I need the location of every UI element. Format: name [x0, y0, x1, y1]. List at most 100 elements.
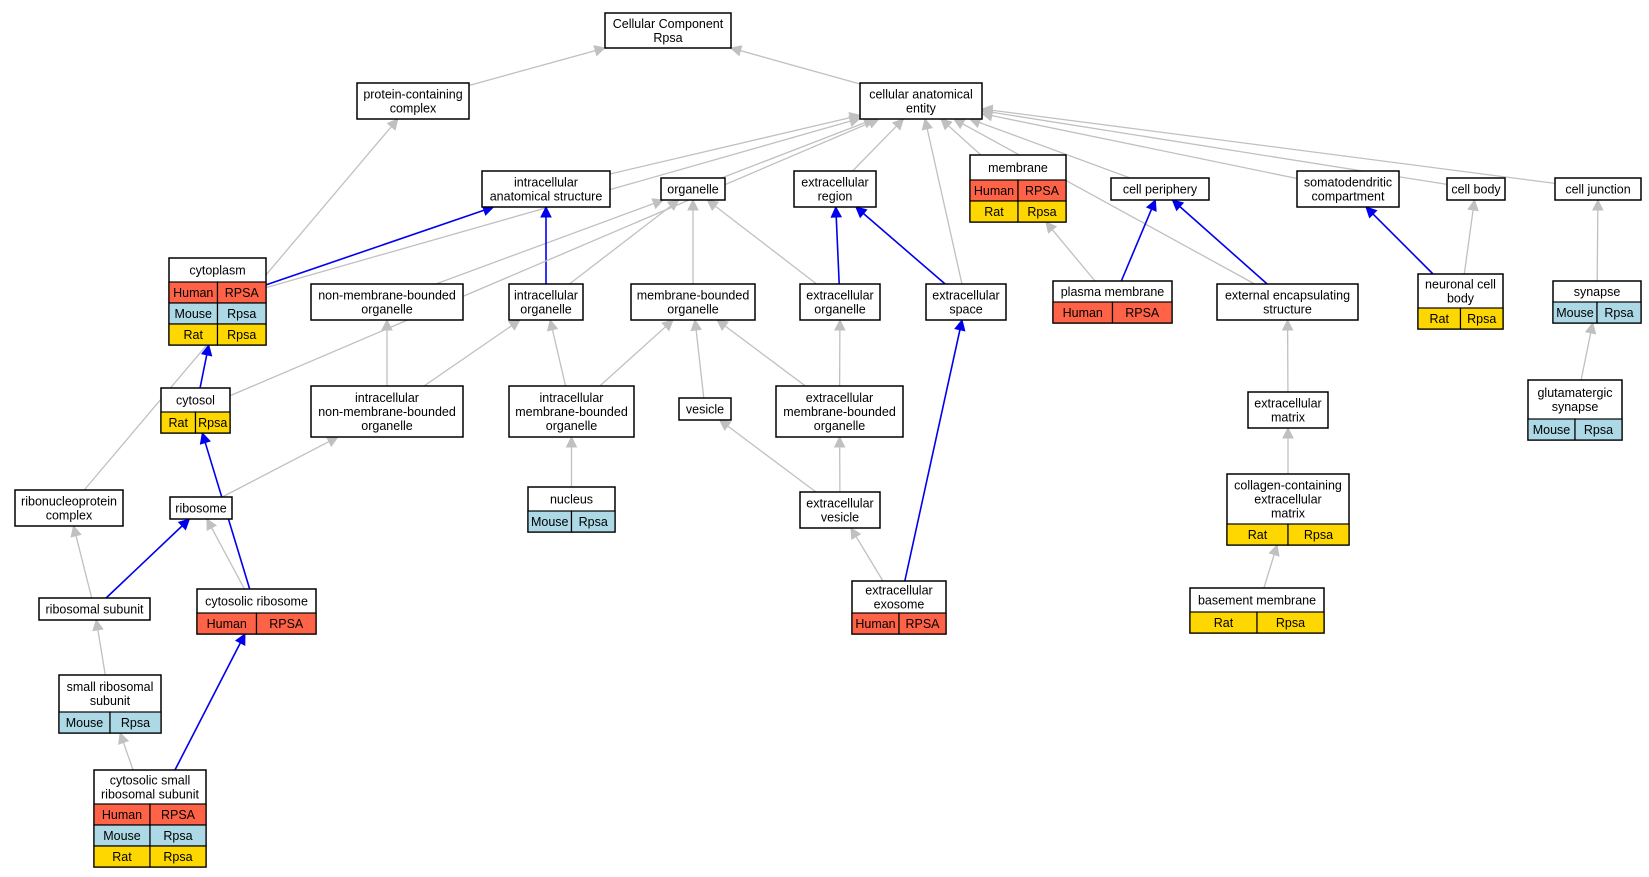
- gene-cell: [1111, 301, 1173, 324]
- node-label-line: vesicle: [686, 403, 724, 417]
- edge-ves-to-mbo: [690, 318, 705, 399]
- node-label-line: neuronal cell: [1425, 278, 1496, 292]
- arrowhead: [729, 45, 743, 57]
- gene-label: Rpsa: [1584, 423, 1613, 437]
- arrowhead: [706, 199, 720, 212]
- edge-line: [1372, 213, 1434, 275]
- edge-line: [926, 128, 963, 285]
- node-label-line: non-membrane-bounded: [318, 289, 456, 303]
- edge-glut-to-syn: [1580, 321, 1597, 381]
- edge-exm-to-ees: [1281, 318, 1294, 393]
- node-label-line: organelle: [361, 419, 412, 433]
- gene-cell: [1596, 301, 1642, 324]
- node-rsub[interactable]: ribosomal subunit: [38, 597, 151, 621]
- arrowhead: [1584, 321, 1597, 335]
- gene-label: RPSA: [161, 808, 196, 822]
- node-label-line: nucleus: [550, 493, 593, 507]
- edge-mbo-to-org: [687, 198, 699, 284]
- node-ves[interactable]: vesicle: [678, 397, 732, 421]
- edge-cae-to-root: [729, 45, 861, 85]
- arrowhead: [1171, 199, 1185, 212]
- arrowhead: [118, 731, 130, 745]
- node-label-line: organelle: [814, 303, 865, 317]
- gene-label: RPSA: [905, 617, 940, 631]
- arrowhead: [921, 117, 933, 131]
- node-box: [1216, 283, 1359, 321]
- arrowhead: [954, 318, 966, 332]
- node-box: [793, 170, 877, 208]
- arrowhead: [234, 633, 246, 646]
- node-label-line: anatomical structure: [490, 190, 603, 204]
- edge-io-to-org: [569, 199, 680, 285]
- species-label: Human: [855, 617, 895, 631]
- node-label-line: organelle: [667, 183, 718, 197]
- gene-cell: [216, 323, 267, 346]
- node-box: [508, 385, 635, 438]
- node-cjunc[interactable]: cell junction: [1554, 177, 1642, 201]
- node-box: [1554, 177, 1642, 201]
- node-box: [1110, 177, 1210, 201]
- arrowhead: [891, 118, 905, 131]
- gene-label: Rpsa: [1604, 306, 1633, 320]
- gene-label: RPSA: [269, 617, 304, 631]
- node-box: [1296, 170, 1400, 208]
- gene-label: Rpsa: [227, 328, 256, 342]
- node-ccem[interactable]: collagen-containingextracellularmatrixRa…: [1226, 473, 1350, 546]
- node-label-line: collagen-containing: [1234, 479, 1342, 493]
- node-cper[interactable]: cell periphery: [1110, 177, 1210, 201]
- arrowhead: [381, 318, 393, 331]
- node-box: [604, 12, 732, 49]
- arrowhead: [833, 435, 846, 448]
- node-label-line: vesicle: [821, 511, 859, 525]
- gene-label: Rpsa: [579, 515, 608, 529]
- node-org[interactable]: organelle: [660, 177, 726, 201]
- edge-mem-to-cae: [940, 118, 982, 156]
- edge-inmbo-to-io: [423, 319, 521, 387]
- edge-srs-to-rsub: [92, 618, 106, 676]
- node-label-line: non-membrane-bounded: [318, 405, 456, 419]
- node-cbody[interactable]: cell body: [1446, 177, 1506, 201]
- gene-cell: [1287, 523, 1350, 546]
- gene-cell: [1574, 418, 1623, 441]
- node-box: [799, 491, 881, 529]
- node-ribo[interactable]: ribosome: [169, 496, 233, 520]
- species-label: Rat: [169, 416, 189, 430]
- arrowhead: [661, 319, 674, 332]
- node-label-line: subunit: [90, 694, 131, 708]
- node-label-line: membrane-bounded: [783, 405, 896, 419]
- node-inmbo[interactable]: intracellularnon-membrane-boundedorganel…: [310, 385, 464, 438]
- node-label-line: basement membrane: [1198, 594, 1316, 608]
- node-label-line: cellular anatomical: [869, 88, 973, 102]
- node-label-line: extracellular: [806, 289, 873, 303]
